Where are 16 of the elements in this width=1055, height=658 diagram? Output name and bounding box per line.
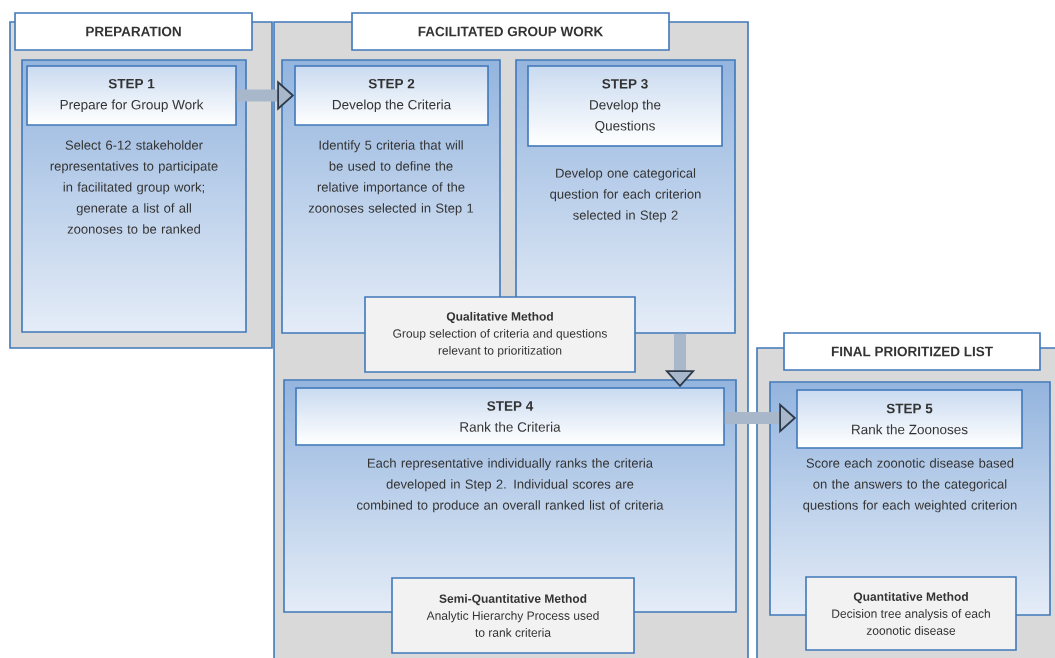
step-header-box: STEP 1 Prepare for Group Work	[26, 65, 237, 126]
step-header-box: STEP 4 Rank the Criteria	[295, 387, 725, 446]
step-description: Score each zoonotic disease based on the answers to the categorical questions for each weighted criterion	[803, 458, 1017, 513]
section-heading: PREPARATION	[14, 12, 253, 51]
section-heading: FACILITATED GROUP WORK	[351, 12, 670, 51]
step-header-box: STEP 2 Develop the Criteria	[294, 65, 489, 126]
step-header-box: STEP 5 Rank the Zoonoses	[796, 389, 1023, 449]
method-box: Qualitative Method Group selection of criteria and questions relevant to prioritization	[364, 296, 636, 373]
method-box: Quantitative Method Decision tree analysis of each zoonotic disease	[805, 576, 1017, 651]
step-description: Each representative individually ranks the criteria developed in Step 2. Individual scores are combined to produce an overall ranked list of criteria	[357, 458, 664, 513]
method-box: Semi-Quantitative Method Analytic Hierarchy Process used to rank criteria	[391, 577, 635, 654]
step-header-box: STEP 3 Develop the Questions	[527, 65, 723, 147]
step-description: Develop one categorical question for each criterion selected in Step 2	[550, 168, 701, 223]
step-description: Select 6-12 stakeholder representatives to participate in facilitated group work; generate a list of all zoonoses to be ranked	[50, 140, 218, 234]
step-description: Identify 5 criteria that will be used to define the relative importance of the zoonoses selected in Step 1	[308, 140, 474, 216]
section-heading: FINAL PRIORITIZED LIST	[783, 332, 1041, 371]
